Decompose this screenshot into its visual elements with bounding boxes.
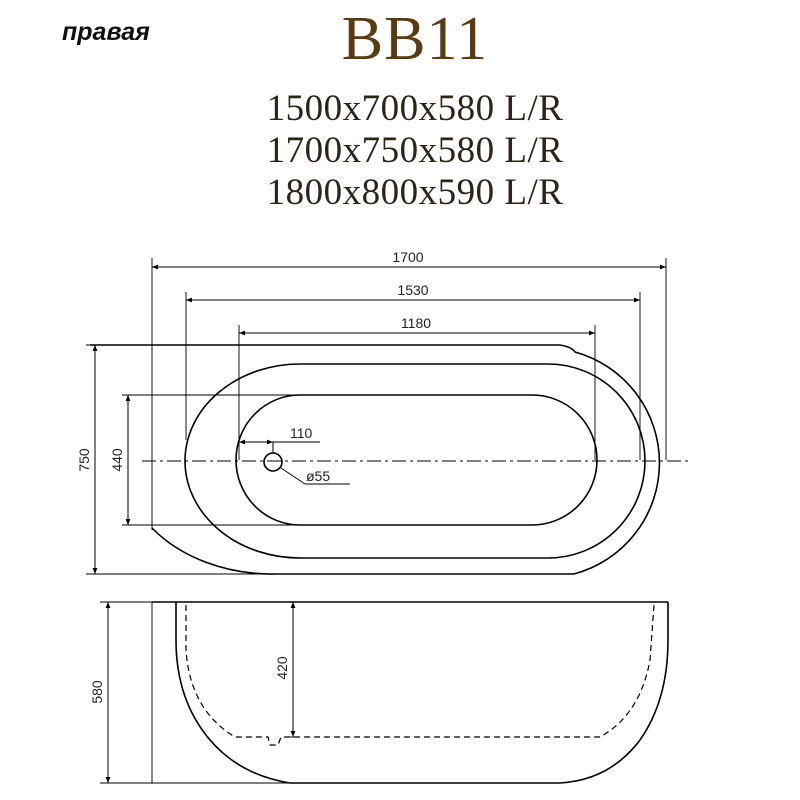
extension-lines (86, 258, 667, 575)
size-item: 1500x700x580 L/R (266, 88, 564, 129)
model-title: BB11 (341, 5, 489, 73)
side-dimension-lines (105, 602, 296, 783)
dim-text-diameter: ø55 (306, 468, 330, 484)
size-item: 1800x800x590 L/R (266, 172, 564, 213)
side-outer-outline (175, 602, 669, 784)
dim-text-1530: 1530 (397, 282, 428, 298)
dim-text-440: 440 (109, 448, 125, 472)
dimension-lines (92, 264, 666, 574)
dim-text-1700: 1700 (392, 249, 423, 265)
dim-text-1180: 1180 (401, 315, 431, 331)
dim-text-110: 110 (290, 425, 313, 441)
top-view (90, 344, 661, 575)
dim-text-580: 580 (89, 680, 105, 704)
side-label: правая (62, 18, 150, 46)
size-list: 1500x700x580 L/R 1700x750x580 L/R 1800x8… (0, 88, 800, 214)
outer-shell-outline (90, 344, 661, 575)
side-view (152, 601, 669, 784)
drain-icon (263, 452, 283, 472)
bottom-outline (235, 394, 598, 526)
size-item: 1700x750x580 L/R (266, 130, 564, 171)
dim-text-420: 420 (274, 656, 290, 680)
side-extension-lines (100, 601, 300, 784)
leader-drain-diameter (280, 467, 306, 485)
dim-text-750: 750 (76, 448, 92, 472)
side-inner-basin (185, 604, 655, 746)
inner-rim-outline (184, 363, 646, 559)
